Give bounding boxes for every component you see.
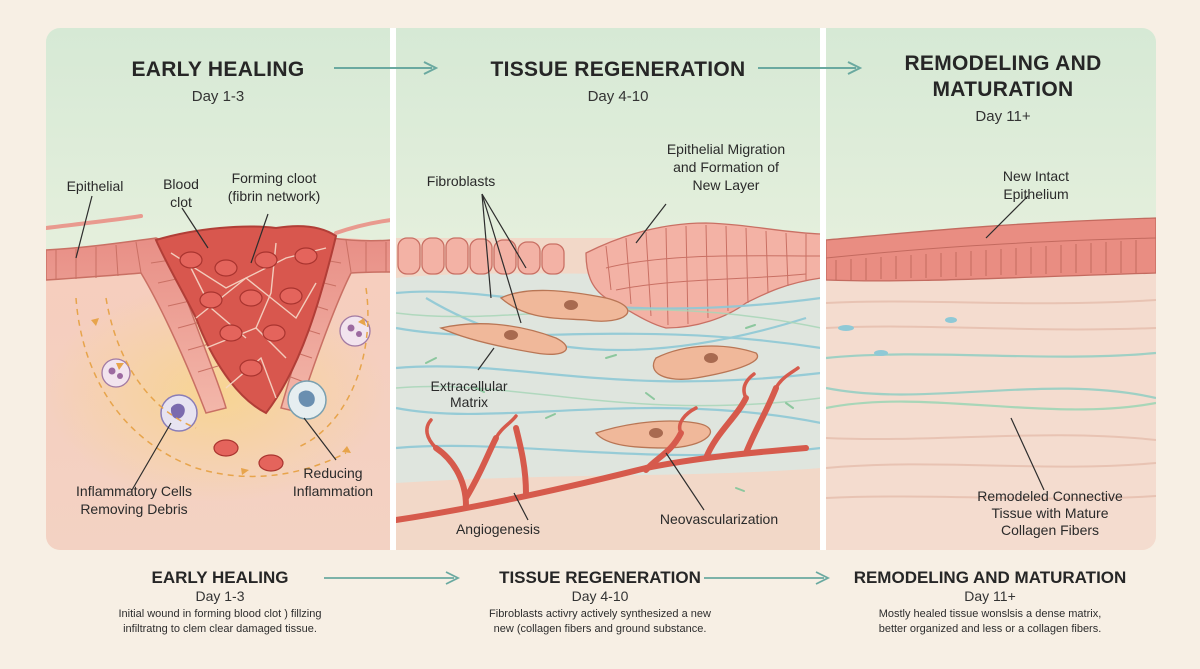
label-angiogenesis: Angiogenesis (455, 521, 541, 537)
bottom-stage1-desc-2: infiltratng to clem clear damaged tissue… (123, 623, 317, 635)
early-healing-panel (46, 214, 393, 550)
tissue-regeneration-panel (393, 222, 822, 550)
label-epithelial-migration-1: Epithelial Migration (666, 141, 786, 157)
label-forming-clot-2: (fibrin network) (227, 188, 321, 204)
divider-1 (390, 28, 396, 550)
stage1-day: Day 1-3 (191, 88, 245, 105)
arrow-top-1 (334, 61, 439, 75)
arrow-top-2 (758, 61, 863, 75)
label-epithelial: Epithelial (66, 178, 124, 194)
label-neovascularization: Neovascularization (659, 511, 779, 527)
bottom-stage2-desc-1: Fibroblasts activry actively synthesized… (489, 608, 711, 620)
bottom-stage1-day: Day 1-3 (195, 588, 245, 604)
leader-lines (75, 193, 1045, 521)
stage2-day: Day 4-10 (587, 88, 649, 105)
stage3-title-line1: REMODELING AND (904, 52, 1102, 75)
stage2-title: TISSUE REGENERATION (490, 58, 746, 81)
label-new-epithelium-1: New Intact (1002, 168, 1070, 184)
stage3-title-line2: MATURATION (932, 78, 1074, 101)
epithelium-row-left (397, 237, 565, 275)
label-fibroblasts: Fibroblasts (426, 173, 496, 189)
diagram-frame: EARLY HEALING Day 1-3 TISSUE REGENERATIO… (46, 28, 1156, 550)
label-epithelial-migration-3: New Layer (692, 177, 760, 193)
label-reducing-1: Reducing (303, 465, 363, 481)
bottom-stage3-day: Day 11+ (964, 588, 1016, 604)
healing-illustration (46, 28, 1156, 550)
bottom-stage1-desc-1: Initial wound in forming blood clot ) fi… (118, 608, 322, 620)
label-blood-clot-2: clot (170, 194, 192, 210)
intact-epithelium (825, 217, 1156, 282)
label-inflammatory-1: Inflammatory Cells (76, 483, 192, 499)
label-epithelial-migration-2: and Formation of (673, 159, 779, 175)
label-inflammatory-2: Removing Debris (80, 501, 188, 517)
epithelium-left (46, 237, 227, 414)
bottom-stage3-title: REMODELING AND MATURATION (853, 568, 1127, 587)
label-remodeled-3: Collagen Fibers (1000, 522, 1100, 538)
bottom-stage3-desc-2: better organized and less or a collagen … (878, 623, 1102, 635)
bottom-stage2-title: TISSUE REGENERATION (499, 568, 701, 587)
label-ecm-1: Extracellular (430, 378, 508, 394)
label-forming-clot-1: Forming cloot (231, 170, 317, 186)
bottom-stage2-desc-2: new (collagen fibers and ground substanc… (493, 623, 707, 635)
label-new-epithelium-2: Epithelium (1003, 186, 1069, 202)
arrow-bottom-2 (704, 571, 831, 585)
bottom-stage3-desc-1: Mostly healed tissue wonslsis a dense ma… (878, 608, 1102, 620)
label-reducing-2: Inflammation (292, 483, 374, 499)
mature-collagen (825, 299, 1156, 500)
stage1-title: EARLY HEALING (131, 58, 305, 81)
label-remodeled-1: Remodeled Connective (977, 488, 1123, 504)
label-ecm-2: Matrix (449, 394, 489, 410)
arrow-bottom-1 (324, 571, 461, 585)
remodeling-panel (825, 217, 1156, 550)
bottom-stage2-day: Day 4-10 (571, 588, 629, 604)
stage3-day: Day 11+ (975, 108, 1031, 125)
blood-vessels (393, 385, 809, 523)
inflammatory-cells (101, 315, 371, 432)
bottom-stage1-title: EARLY HEALING (151, 568, 289, 587)
divider-2 (820, 28, 826, 550)
label-remodeled-2: Tissue with Mature (991, 505, 1109, 521)
label-blood-clot-1: Blood (163, 176, 199, 192)
